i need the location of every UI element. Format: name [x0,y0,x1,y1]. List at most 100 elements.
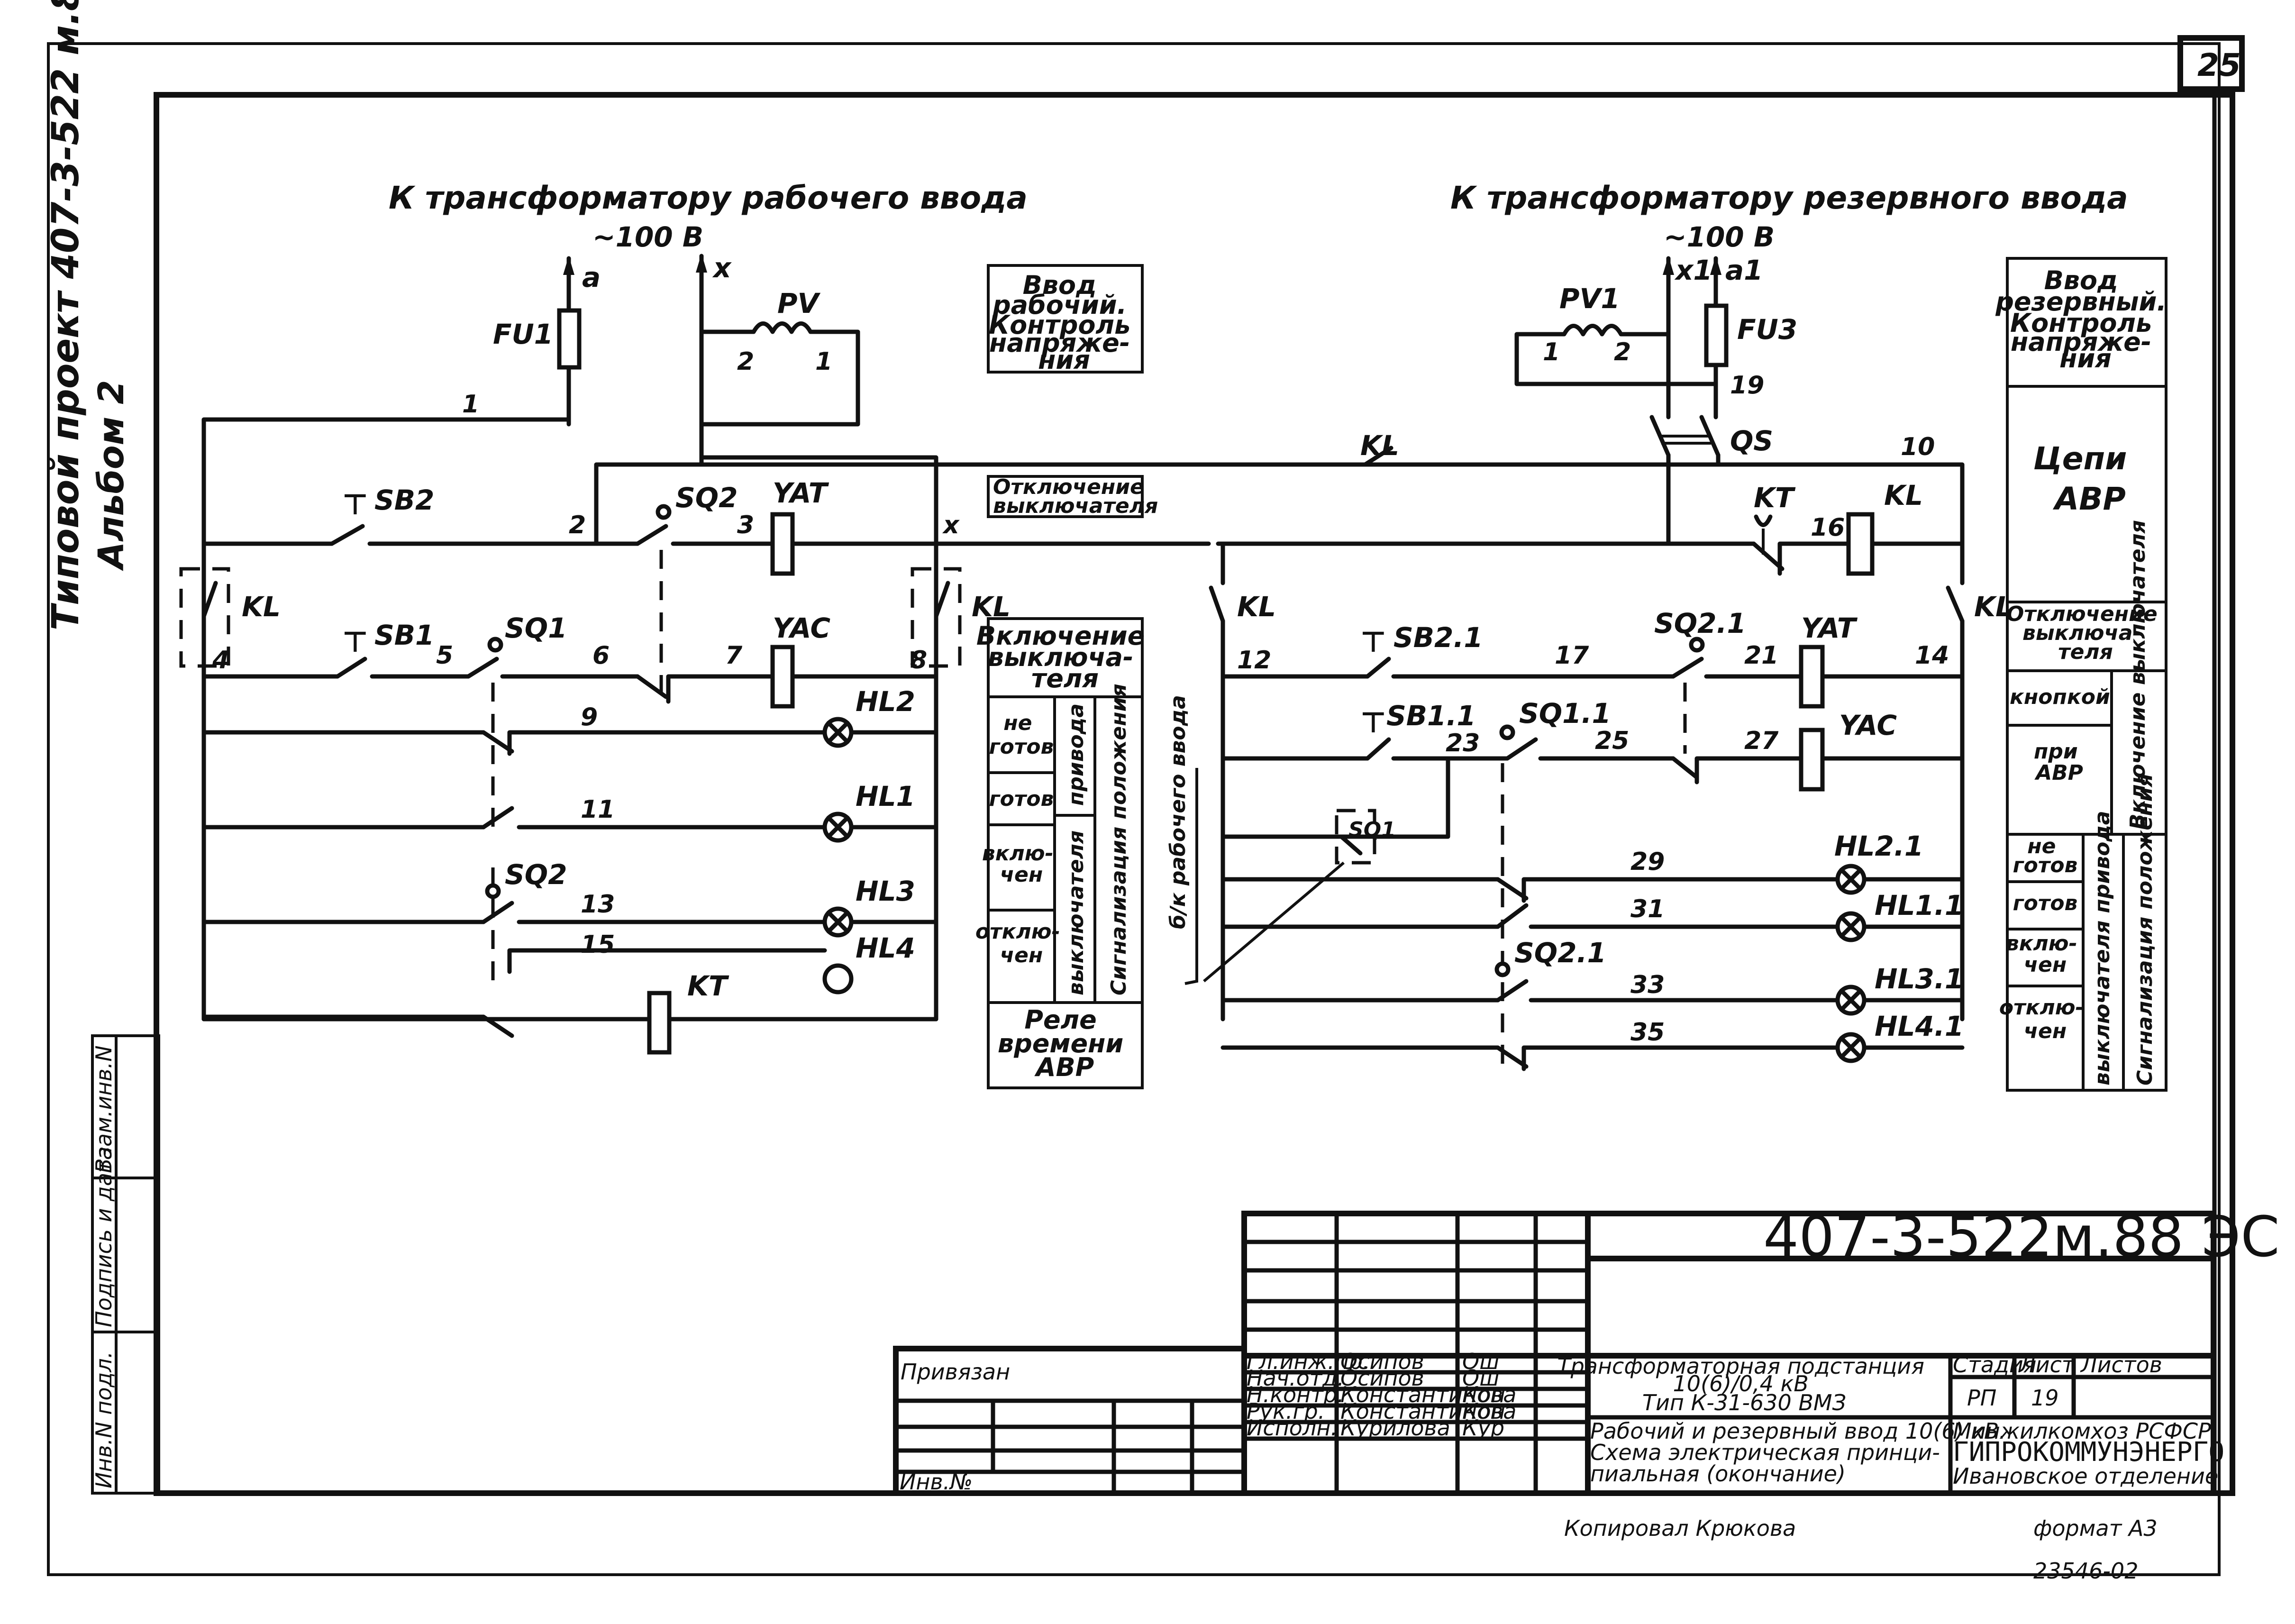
phase-a-label: a [582,261,601,293]
sheet-value: 19 [2031,1385,2059,1411]
working-voltage-control: Ввод рабочий. Контроль напряже- ния [989,270,1139,375]
copied-by: Копировал Крюкова [1564,1515,1796,1541]
wire-17: 17 [1555,641,1589,670]
sign-norm-control: Кон [1462,1382,1505,1407]
reserve-state-not-ready: не готов [2013,834,2078,877]
drive-label: привода [1064,703,1088,806]
kl-left-label: KL [242,591,281,623]
coil-yac-2 [1799,728,1825,792]
wire-9: 9 [581,703,598,731]
reserve-state-off: отклю- чен [1999,995,2091,1043]
fuse-fu1 [557,308,582,370]
voltmeter-pv-label: PV [777,287,821,319]
signature-row: Рук.гр. Константинова Кон [1247,1398,1516,1424]
role-head-dept: Нач.отд. [1247,1365,1344,1391]
yac-label: YAC [773,612,830,644]
left-circuit: К трансформатору рабочего ввода ~100 В a… [179,180,1671,1055]
wire-2: 2 [569,511,586,539]
kt-label: KT [687,970,729,1002]
voltmeter-pv [699,321,860,427]
wire-21: 21 [1744,641,1778,670]
state-on: вклю- чен [982,841,1061,887]
wire-5: 5 [436,641,453,670]
kl-contact-left-label: KL [1237,591,1276,623]
voltmeter-pv1 [1514,324,1718,386]
coil-yat-2 [1799,645,1825,709]
lamp-row-hl31: SQ2.1 33 HL3.1 [1220,937,1965,1016]
name-norm-control: Константинова [1340,1382,1516,1407]
phase-a1-label: a1 [1725,254,1763,286]
sq2-top-label: SQ2 [675,482,738,514]
lamp-hl4-label: HL4 [856,932,915,964]
pv1-pin-2: 2 [1614,338,1631,366]
page-number: 25 [2197,47,2241,83]
sign-head-dept: Ош [1462,1365,1499,1391]
sq1-box-label: SQ1 [1348,818,1396,842]
signature-row: Исполн. Курилова Кур [1247,1415,1504,1441]
role-norm-control: Н.контр. [1247,1382,1344,1407]
wire-31: 31 [1630,895,1665,923]
fuse-fu1-label: FU1 [493,318,553,350]
pv1-pin-1: 1 [1543,338,1560,366]
title-block: 407-3-522м.88 ЭС Гл.инж.пр. Осипов Ош На… [893,1204,2280,1496]
signature-row: Гл.инж.пр. Осипов Ош [1247,1349,1499,1374]
kl-coil-label: KL [1884,479,1923,511]
right-heading: К трансформатору резервного ввода [1450,180,2128,216]
pushbutton-icon: ⊤ [1360,626,1386,659]
wire-33: 33 [1630,971,1665,999]
org-branch: Ивановское отделение [1953,1463,2218,1489]
lamp-hl3-label: HL3 [856,875,915,907]
wire-x: x [942,511,960,539]
lamp-row-hl2: 9 HL2 [201,685,938,756]
reserve-trip-breaker-label: Отключение выключа- теля [2006,602,2165,664]
lamp-row-hl1: 11 HL1 [201,780,938,843]
name-head-dept: Осипов [1340,1365,1424,1391]
lamp-hl1-label: HL1 [856,780,915,812]
by-button-label: кнопкой [2010,685,2110,709]
wire-14: 14 [1915,641,1949,670]
stage-header: Стадия [1953,1352,2036,1378]
pushbutton-icon: ⊤ [342,488,368,521]
left-voltage: ~100 В [592,221,703,253]
role-chief-engineer: Гл.инж.пр. [1247,1349,1370,1374]
lamp-row-hl3: SQ2 13 HL3 [201,858,938,938]
by-avr-label: при АВР [2034,739,2085,785]
sheet-header: Лист [2018,1352,2075,1378]
name-group-lead: Константинова [1340,1398,1516,1424]
right-circuit: К трансформатору резервного ввода ~100 В… [1203,180,2128,1071]
left-heading: К трансформатору рабочего ввода [389,180,1028,216]
wire-3: 3 [737,511,754,539]
sb21-label: SB2.1 [1393,621,1483,654]
state-ready: готов [989,787,1054,811]
sheet-format: формат А3 [2033,1515,2158,1541]
pushbutton-icon: ⊤ [1360,706,1386,739]
reserve-state-on: вклю- чен [2006,931,2085,977]
archive-number: 23546-02 [2033,1558,2138,1584]
bound-label: Привязан [901,1359,1010,1385]
reserve-position-signal-label: Сигнализация положения [2133,774,2157,1086]
lamp-row-hl11: 31 HL1.1 [1220,889,1965,942]
org-institute: ГИПРОКОММУНЭНЕРГО [1953,1437,2224,1468]
sq2-bottom-label: SQ2 [505,858,567,891]
coil-yac [770,645,795,709]
sb1-label: SB1 [374,619,434,651]
lamp-hl4 [822,963,854,994]
role-executor: Исполн. [1247,1415,1338,1441]
wire-16: 16 [1811,513,1845,542]
lamp-hl21-label: HL2.1 [1834,830,1923,862]
wire-7: 7 [725,641,743,670]
coil-kl [1846,512,1875,576]
sign-group-lead: Кон [1462,1398,1505,1424]
lamp-hl11-label: HL1.1 [1875,889,1964,921]
wire-8: 8 [910,646,927,675]
middle-labels: Ввод рабочий. Контроль напряже- ния KL О… [975,264,1399,1089]
kt-contact-label: KT [1754,482,1796,514]
reserve-drive-breaker-label: выключателя привода [2090,811,2114,1086]
wire-1: 1 [462,390,479,419]
side-title-line2: Альбом 2 [91,380,132,571]
stamp-replaced-inv: Взам.инв.N [91,1045,117,1173]
wire-11: 11 [581,795,615,824]
right-voltage: ~100 В [1664,221,1775,253]
right-labels: Ввод резервный. Контроль напряже- ния Це… [1995,257,2168,1092]
lamp-hl41-label: HL4.1 [1875,1010,1964,1042]
